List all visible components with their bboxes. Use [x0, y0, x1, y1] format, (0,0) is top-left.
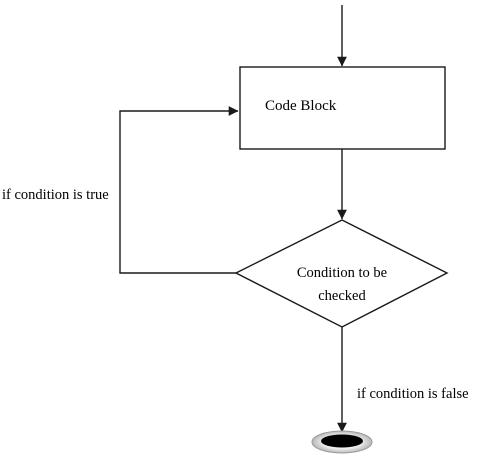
condition-label-line2: checked: [318, 288, 366, 304]
end-terminal-hole: [321, 434, 363, 448]
condition-label-line1: Condition to be: [297, 265, 387, 281]
code-block-label: Code Block: [265, 98, 337, 114]
code-block-node: Code Block: [239, 66, 446, 150]
false-branch-label: if condition is false: [357, 386, 469, 402]
condition-node: Condition to be checked: [234, 219, 449, 328]
true-branch-label: if condition is true: [2, 187, 109, 203]
end-terminal: [311, 430, 373, 454]
loop-back-arrow: [119, 106, 239, 274]
